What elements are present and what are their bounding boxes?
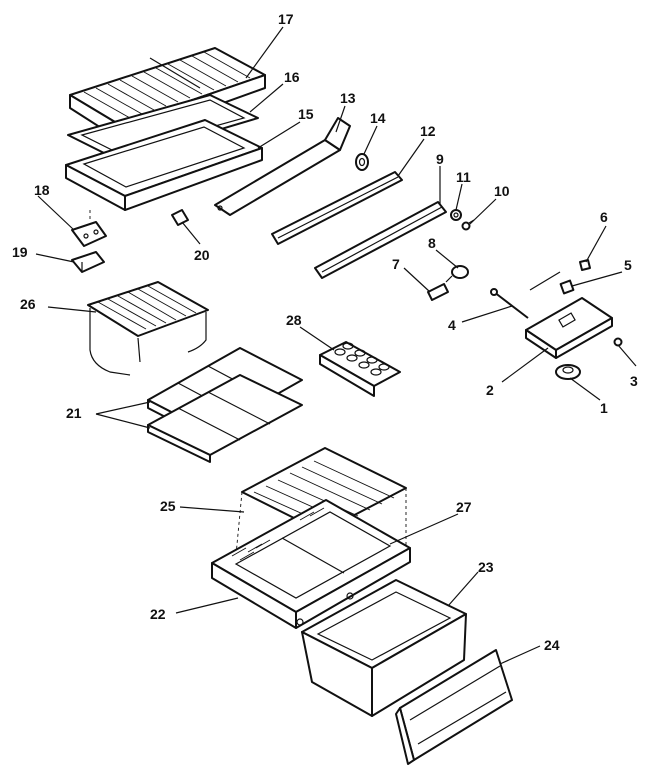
part-5-switch xyxy=(559,279,575,295)
part-6-knob-pin xyxy=(579,259,591,271)
part-23-crisper-drawer xyxy=(301,579,467,717)
part-22-crisper-base xyxy=(211,547,411,629)
callout-3: 3 xyxy=(630,373,638,389)
part-24-drawer-front xyxy=(395,649,513,765)
callout-18: 18 xyxy=(34,182,50,198)
part-19-guide xyxy=(71,251,105,273)
callout-28: 28 xyxy=(286,312,302,328)
part-2-control-housing xyxy=(525,271,613,359)
part-7-socket xyxy=(427,283,449,301)
part-15-shelf-support xyxy=(65,119,263,211)
callout-25: 25 xyxy=(160,498,176,514)
callout-11: 11 xyxy=(456,169,471,185)
leader-lines xyxy=(35,26,637,665)
part-26-wire-rack xyxy=(87,281,209,376)
part-12-rail xyxy=(271,171,403,245)
part-20-clip xyxy=(171,209,189,226)
callout-14: 14 xyxy=(370,110,386,126)
part-11-nut xyxy=(450,209,462,221)
callout-4: 4 xyxy=(448,317,456,333)
callout-19: 19 xyxy=(12,244,28,260)
part-13-bracket xyxy=(214,117,351,216)
part-14-bushing xyxy=(355,153,369,171)
callout-26: 26 xyxy=(20,296,36,312)
callout-27: 27 xyxy=(456,499,472,515)
callout-17: 17 xyxy=(278,11,294,27)
callout-1: 1 xyxy=(600,400,608,416)
callout-2: 2 xyxy=(486,382,494,398)
callout-labels: 1 2 3 4 5 6 7 8 9 10 11 12 13 14 15 16 1… xyxy=(12,11,638,653)
part-3-screw xyxy=(613,337,623,347)
part-28-ice-tray xyxy=(319,341,401,397)
callout-9: 9 xyxy=(436,151,444,167)
callout-12: 12 xyxy=(420,123,436,139)
callout-13: 13 xyxy=(340,90,356,106)
part-1-knob xyxy=(555,364,581,380)
callout-6: 6 xyxy=(600,209,608,225)
part-21-shelf-lower xyxy=(147,374,303,463)
callout-21: 21 xyxy=(66,405,82,421)
callout-23: 23 xyxy=(478,559,494,575)
callout-8: 8 xyxy=(428,235,436,251)
callout-20: 20 xyxy=(194,247,210,263)
callout-7: 7 xyxy=(392,256,400,272)
part-4-rod xyxy=(490,288,529,319)
part-9-rail xyxy=(314,201,447,279)
callout-15: 15 xyxy=(298,106,314,122)
part-8-bulb xyxy=(445,265,469,283)
callout-16: 16 xyxy=(284,69,300,85)
callout-22: 22 xyxy=(150,606,166,622)
part-18-guide xyxy=(71,221,107,247)
callout-5: 5 xyxy=(624,257,632,273)
callout-24: 24 xyxy=(544,637,560,653)
callout-10: 10 xyxy=(494,183,510,199)
